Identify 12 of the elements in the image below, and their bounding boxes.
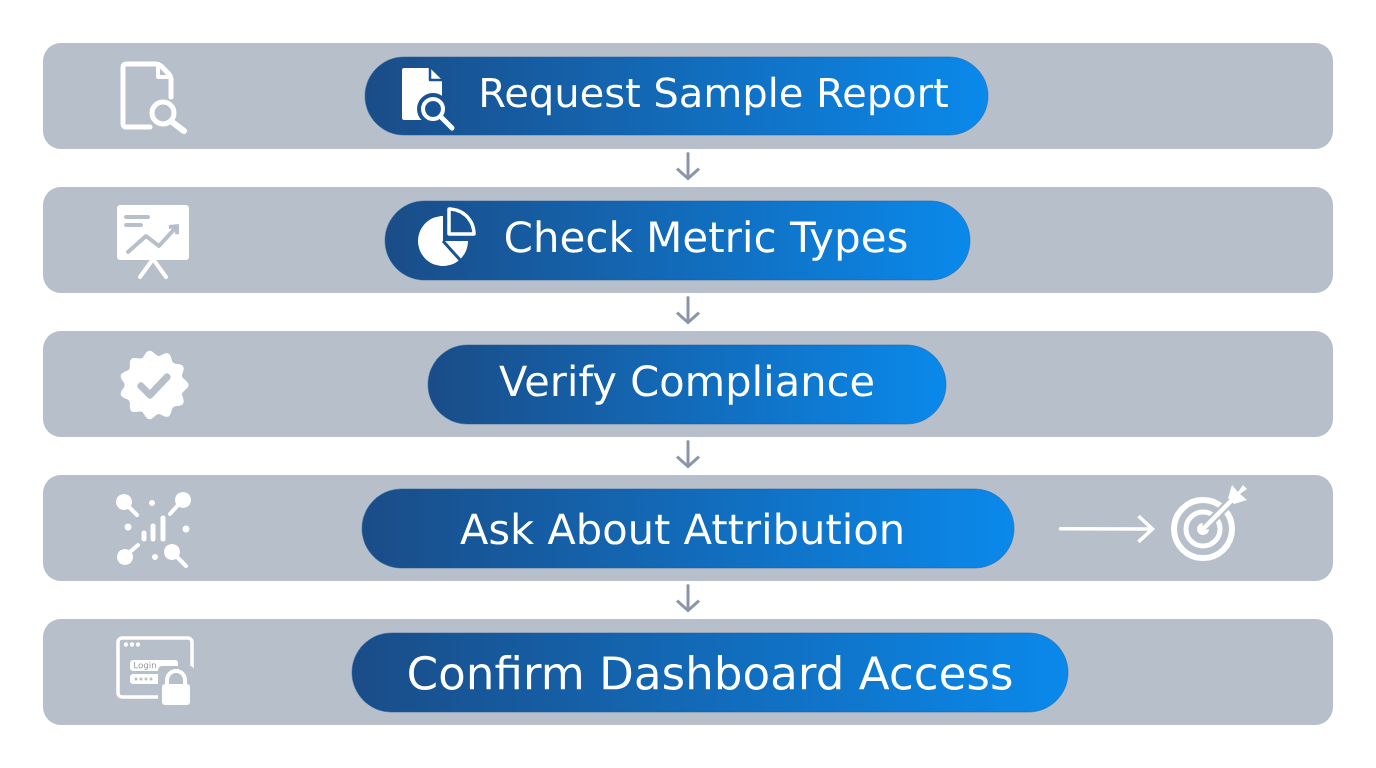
step-label: Ask About Attribution bbox=[460, 512, 902, 545]
step-label: Verify Compliance bbox=[499, 364, 873, 405]
step-label: Request Sample Report bbox=[482, 76, 948, 116]
arrow bbox=[676, 583, 700, 613]
step-label: Check Metric Types bbox=[505, 220, 907, 261]
arrow bbox=[676, 439, 700, 469]
arrow bbox=[676, 295, 700, 325]
target-icon bbox=[1171, 485, 1247, 561]
field-text: Login bbox=[134, 661, 156, 670]
arrow bbox=[1058, 514, 1155, 544]
arrow bbox=[676, 151, 700, 181]
step-label: Confirm Dashboard Access bbox=[409, 655, 1012, 690]
